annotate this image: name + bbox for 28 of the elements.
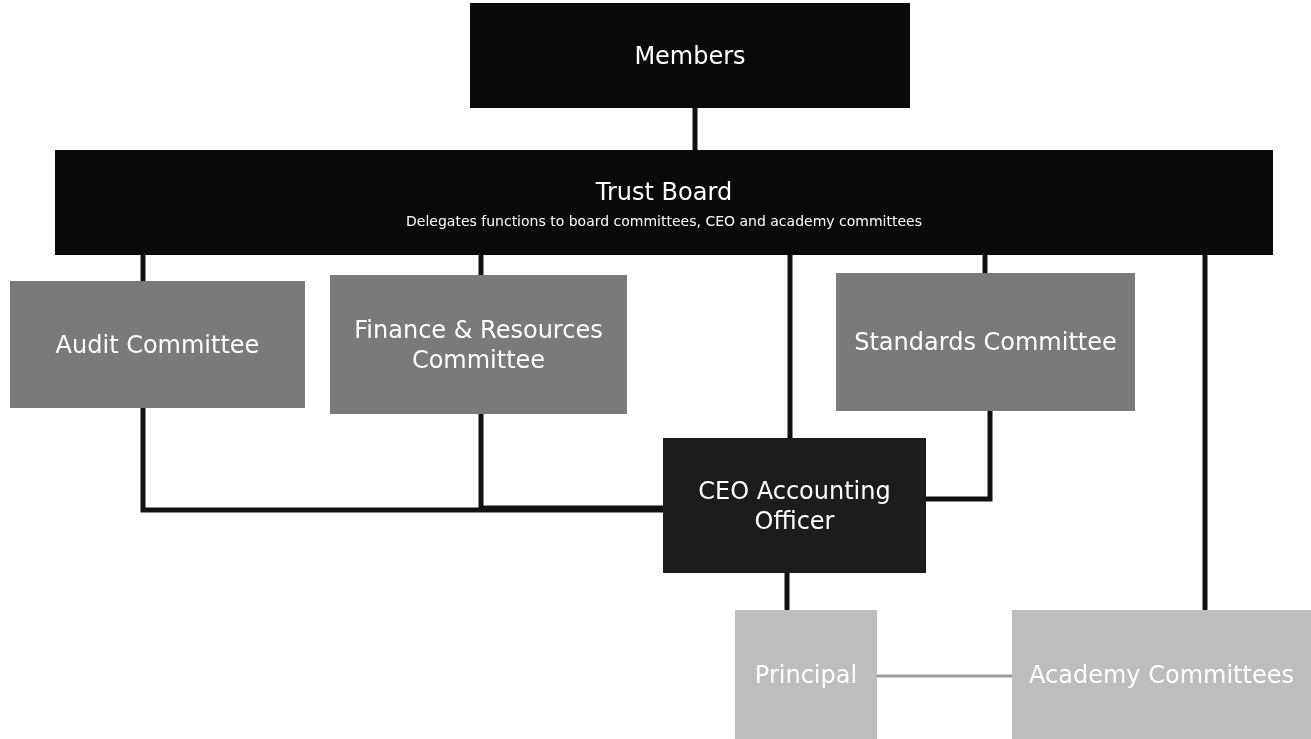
box-title: Members bbox=[634, 40, 746, 71]
connector-line bbox=[140, 255, 146, 281]
connector-line bbox=[478, 414, 663, 511]
connector-line bbox=[140, 408, 663, 513]
org-box bbox=[735, 610, 877, 739]
box-title: Standards Committee bbox=[854, 327, 1117, 357]
connector-line bbox=[692, 108, 698, 150]
box-title: Finance & Resources Committee bbox=[353, 314, 604, 375]
org-box bbox=[663, 438, 926, 573]
board-banner bbox=[55, 150, 1273, 255]
box-title: Academy Committees bbox=[1029, 659, 1294, 690]
org-box bbox=[10, 281, 305, 408]
box-description: Delegates functions to board committees, CEO and academy committees bbox=[406, 212, 922, 229]
box-title: Audit Committee bbox=[55, 329, 260, 360]
connector-line bbox=[784, 573, 790, 610]
org-box bbox=[836, 273, 1135, 411]
connector-line bbox=[877, 674, 1012, 678]
org-box bbox=[1012, 610, 1311, 739]
box-title: Trust Board bbox=[595, 176, 733, 207]
box-title: Principal bbox=[754, 659, 858, 690]
box-title: CEO Accounting Officer bbox=[697, 475, 892, 536]
connector-line bbox=[982, 255, 988, 273]
connector-line bbox=[478, 255, 484, 275]
org-box bbox=[330, 275, 627, 414]
connector-line bbox=[926, 411, 993, 502]
connector-line bbox=[1202, 255, 1208, 610]
connector-line bbox=[787, 255, 793, 438]
org-box bbox=[470, 3, 910, 108]
